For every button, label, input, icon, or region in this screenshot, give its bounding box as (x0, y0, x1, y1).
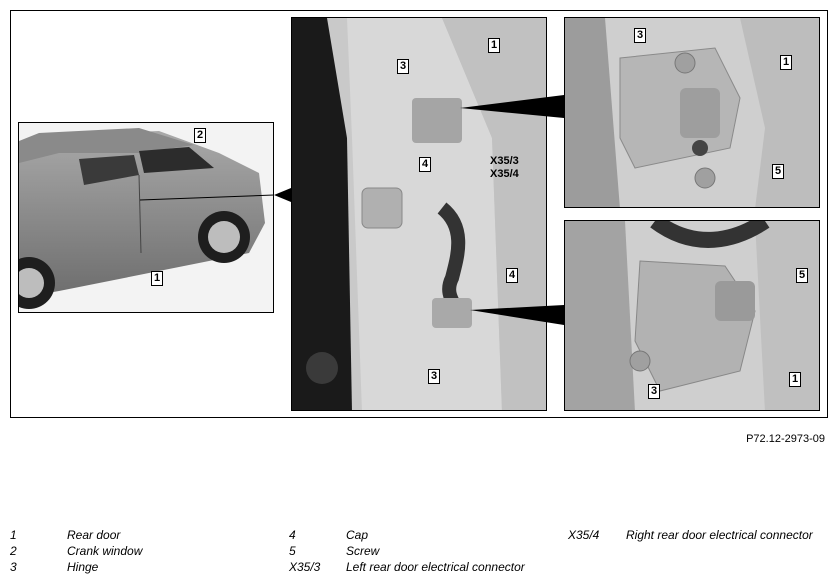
legend-item-5: 5 Screw (289, 544, 559, 560)
callout-car-1: 1 (151, 271, 164, 286)
legend-key: 2 (10, 544, 17, 558)
callout-mid-3-bottom: 3 (428, 369, 441, 384)
callout-br-1: 1 (789, 372, 802, 387)
callout-mid-1: 1 (488, 38, 501, 53)
legend-item-x353: X35/3 Left rear door electrical connecto… (289, 560, 559, 576)
legend-item-1: 1 Rear door (10, 528, 270, 544)
callout-mid-4-top: 4 (419, 157, 432, 172)
callout-tr-3: 3 (634, 28, 647, 43)
door-detail-panel: 1 3 4 X35/3 X35/4 4 3 (291, 17, 547, 411)
car-illustration (19, 123, 273, 312)
legend-key: 1 (10, 528, 17, 542)
lower-hinge-illustration (565, 221, 819, 410)
legend-item-2: 2 Crank window (10, 544, 270, 560)
callout-mid-x353: X35/3 (490, 155, 519, 167)
legend-key: X35/4 (568, 528, 600, 542)
car-panel: 1 2 (18, 122, 274, 313)
lower-hinge-panel: 5 3 1 (564, 220, 820, 411)
callout-mid-x354: X35/4 (490, 168, 519, 180)
callout-mid-4-bottom: 4 (506, 268, 519, 283)
callout-car-2: 2 (194, 128, 207, 143)
callout-tr-1: 1 (780, 55, 793, 70)
legend-item-x354: X35/4 Right rear door electrical connect… (568, 528, 828, 544)
callout-br-5: 5 (796, 268, 809, 283)
legend-label: Right rear door electrical connector (626, 528, 813, 542)
door-illustration (292, 18, 546, 410)
legend-label: Crank window (67, 544, 143, 558)
legend-key: 3 (10, 560, 17, 574)
callout-mid-3-top: 3 (397, 59, 410, 74)
upper-hinge-panel: 3 1 5 (564, 17, 820, 208)
legend-item-4: 4 Cap (289, 528, 559, 544)
legend-label: Cap (346, 528, 369, 542)
legend-key: 4 (289, 528, 296, 542)
legend-item-3: 3 Hinge (10, 560, 270, 576)
callout-tr-5: 5 (772, 164, 785, 179)
figure-reference: P72.12-2973-09 (746, 433, 825, 445)
legend-label: Hinge (67, 560, 99, 574)
legend-label: Rear door (67, 528, 121, 542)
legend-label: Screw (346, 544, 380, 558)
legend-key: 5 (289, 544, 296, 558)
legend-label: Left rear door electrical connector (346, 560, 525, 574)
upper-hinge-illustration (565, 18, 819, 207)
legend-key: X35/3 (289, 560, 321, 574)
callout-br-3: 3 (648, 384, 661, 399)
